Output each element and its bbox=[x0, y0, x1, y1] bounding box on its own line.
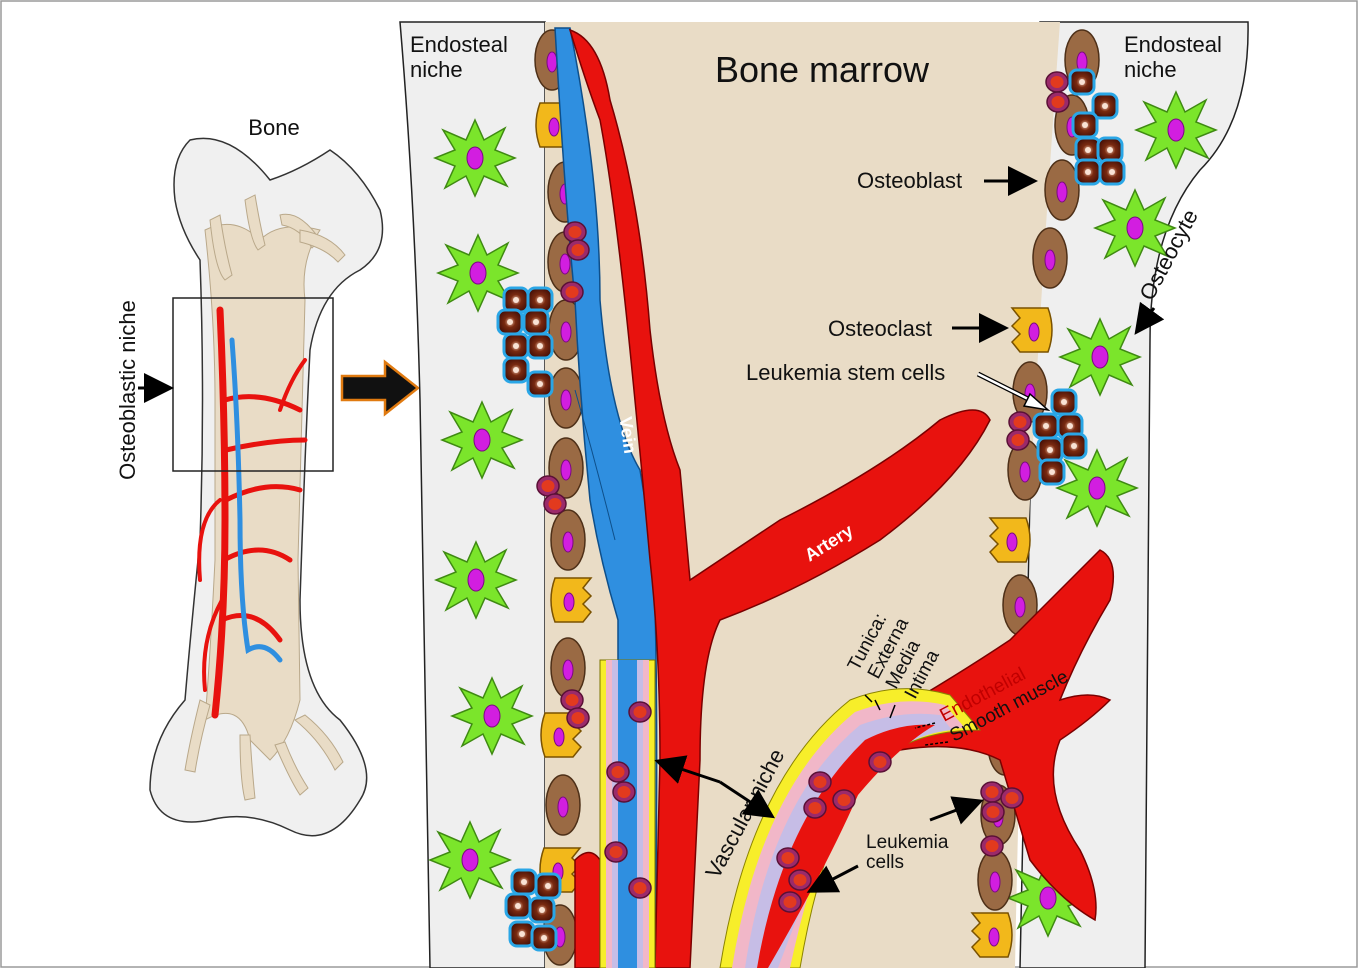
osteocyte-cell bbox=[1057, 450, 1137, 526]
osteocyte-cell bbox=[435, 120, 515, 196]
osteocyte-cell bbox=[436, 542, 516, 618]
zoomed-niche-view: Vein Artery bbox=[400, 22, 1248, 968]
leukemia-stem-cell-cluster bbox=[506, 870, 560, 950]
osteocyte-cell bbox=[442, 402, 522, 478]
osteocyte-cell bbox=[1060, 319, 1140, 395]
osteoclast-label: Osteoclast bbox=[828, 316, 932, 341]
leukemia-stem-cells-label: Leukemia stem cells bbox=[746, 360, 945, 385]
osteocyte-cell bbox=[430, 822, 510, 898]
osteocyte-cell bbox=[1136, 92, 1216, 168]
osteocyte-cell bbox=[452, 678, 532, 754]
osteoblastic-niche-label: Osteoblastic niche bbox=[115, 300, 140, 480]
leukemia-stem-cell-cluster bbox=[498, 288, 552, 396]
bone-marrow-title: Bone marrow bbox=[715, 49, 930, 90]
osteoblast-label: Osteoblast bbox=[857, 168, 962, 193]
bone-label: Bone bbox=[248, 115, 299, 140]
